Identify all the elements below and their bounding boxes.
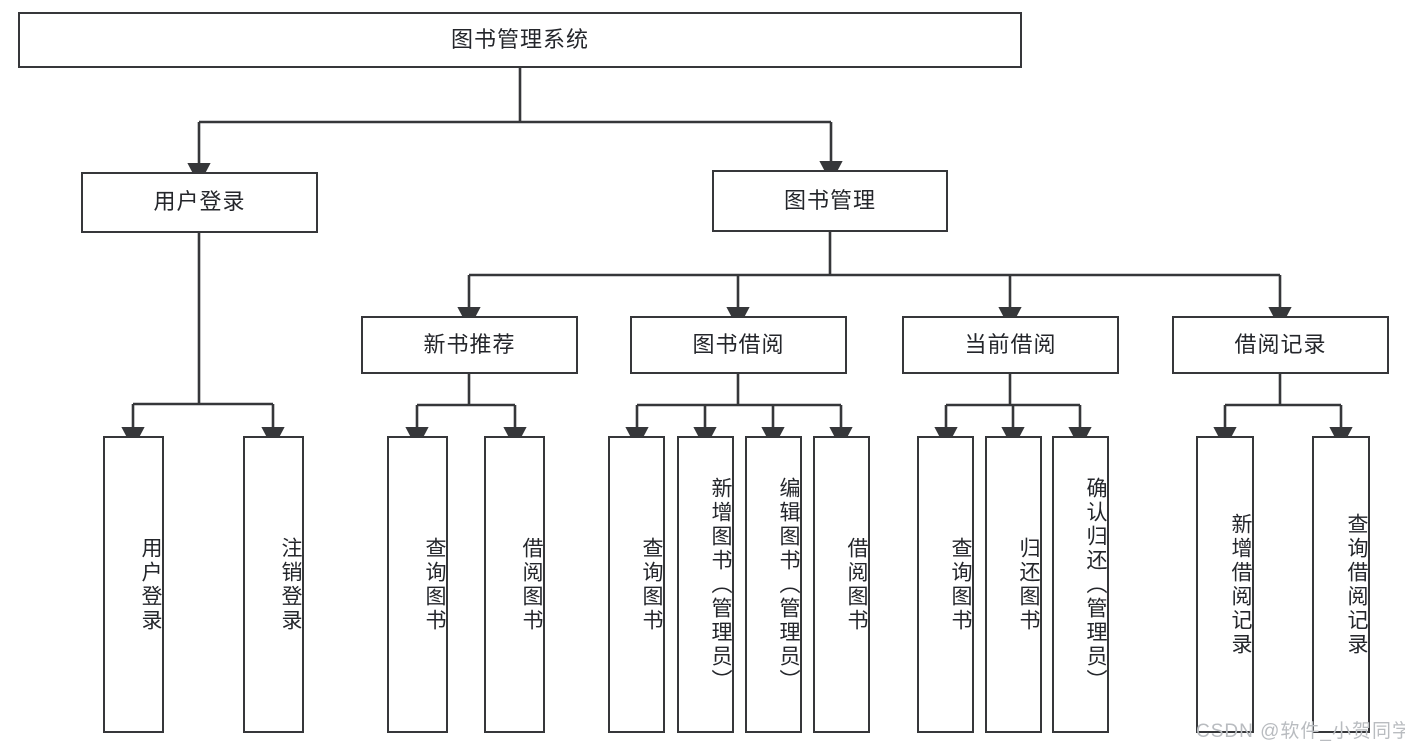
- node-book-management-label: 图书管理: [783, 187, 876, 213]
- node-book-management[interactable]: 图书管理: [712, 170, 948, 232]
- node-user-login-label: 用户登录: [153, 189, 246, 215]
- leaf-current-query-book-label: 查询图书: [949, 536, 972, 633]
- leaf-newrec-query-book[interactable]: 查询图书: [387, 436, 448, 733]
- leaf-borrow-query-book[interactable]: 查询图书: [608, 436, 665, 733]
- leaf-current-query-book[interactable]: 查询图书: [917, 436, 974, 733]
- leaf-current-return-book[interactable]: 归还图书: [985, 436, 1042, 733]
- leaf-current-confirm-return-label: 确认归还（管理员）: [1084, 476, 1107, 693]
- leaf-user-logout-label: 注销登录: [279, 536, 302, 633]
- leaf-user-login-label: 用户登录: [139, 536, 162, 633]
- leaf-user-login[interactable]: 用户登录: [103, 436, 164, 733]
- leaf-records-add-record-label: 新增借阅记录: [1229, 512, 1252, 657]
- node-borrow-records[interactable]: 借阅记录: [1172, 316, 1389, 374]
- leaf-records-query-record[interactable]: 查询借阅记录: [1312, 436, 1370, 733]
- leaf-borrow-edit-book-label: 编辑图书（管理员）: [777, 476, 800, 693]
- leaf-borrow-add-book[interactable]: 新增图书（管理员）: [677, 436, 734, 733]
- node-borrow-records-label: 借阅记录: [1234, 331, 1327, 357]
- leaf-newrec-borrow-book-label: 借阅图书: [520, 536, 543, 633]
- node-user-login[interactable]: 用户登录: [81, 172, 318, 233]
- leaf-newrec-borrow-book[interactable]: 借阅图书: [484, 436, 545, 733]
- leaf-user-logout[interactable]: 注销登录: [243, 436, 304, 733]
- node-new-book-recommend[interactable]: 新书推荐: [361, 316, 578, 374]
- node-book-borrow-label: 图书借阅: [692, 331, 785, 357]
- node-new-book-recommend-label: 新书推荐: [423, 331, 516, 357]
- node-current-borrow-label: 当前借阅: [964, 331, 1057, 357]
- node-current-borrow[interactable]: 当前借阅: [902, 316, 1119, 374]
- node-root-label: 图书管理系统: [450, 26, 589, 52]
- leaf-records-add-record[interactable]: 新增借阅记录: [1196, 436, 1254, 733]
- leaf-current-confirm-return[interactable]: 确认归还（管理员）: [1052, 436, 1109, 733]
- watermark: CSDN @软件_小贺同学: [1196, 721, 1405, 742]
- node-root[interactable]: 图书管理系统: [18, 12, 1022, 68]
- leaf-borrow-add-book-label: 新增图书（管理员）: [709, 476, 732, 693]
- leaf-borrow-query-book-label: 查询图书: [640, 536, 663, 633]
- leaf-records-query-record-label: 查询借阅记录: [1345, 512, 1368, 657]
- leaf-current-return-book-label: 归还图书: [1017, 536, 1040, 633]
- leaf-borrow-edit-book[interactable]: 编辑图书（管理员）: [745, 436, 802, 733]
- leaf-borrow-borrow-book-label: 借阅图书: [845, 536, 868, 633]
- leaf-borrow-borrow-book[interactable]: 借阅图书: [813, 436, 870, 733]
- node-book-borrow[interactable]: 图书借阅: [630, 316, 847, 374]
- leaf-newrec-query-book-label: 查询图书: [423, 536, 446, 633]
